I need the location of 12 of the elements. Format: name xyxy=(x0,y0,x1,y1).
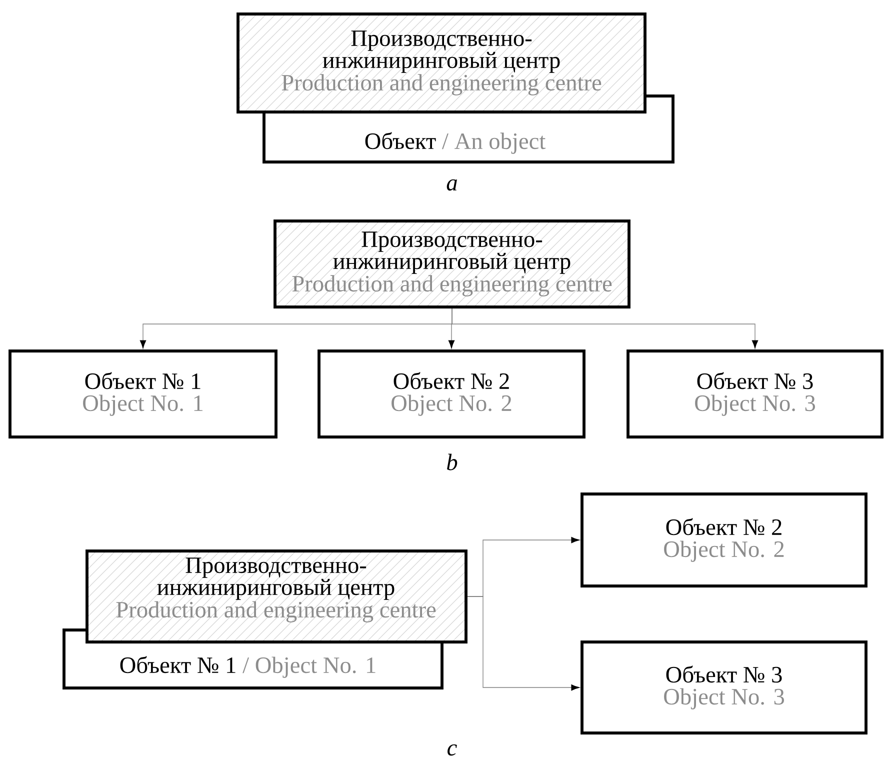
object-box: Объект № 1 Object No. 1 xyxy=(8,350,278,438)
arrow xyxy=(452,308,758,348)
object-box: Объект № 3 Object No. 3 xyxy=(580,640,868,734)
object-box: Объект № 2 Object No. 2 xyxy=(580,492,868,588)
panel-label: a xyxy=(446,179,457,191)
object-box: Объект № 3 Object No. 3 xyxy=(626,350,884,438)
object-box: Объект № 2 Object No. 2 xyxy=(318,350,586,438)
centre-box: Производственно- инжиниринговый центр Production and engineering centre xyxy=(236,12,646,114)
centre-box: Производственно- инжиниринговый центр Production and engineering centre xyxy=(274,220,630,308)
centre-box: Производственно- инжиниринговый центр Production and engineering centre xyxy=(86,550,468,644)
arrow xyxy=(467,596,580,691)
panel-label: c xyxy=(448,744,457,756)
